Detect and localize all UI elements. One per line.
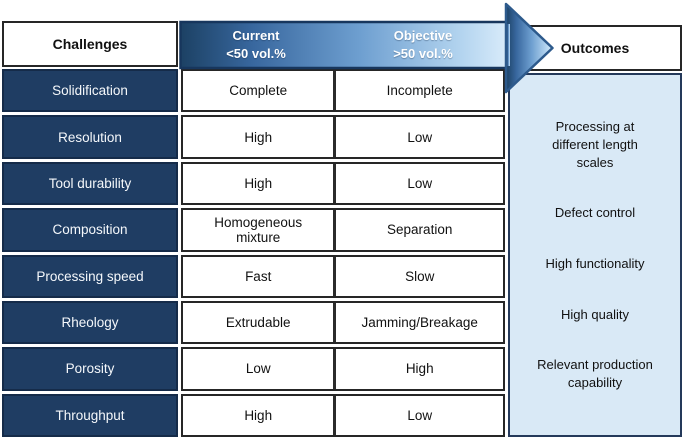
outcomes-header: Outcomes [508, 25, 682, 71]
challenges-header: Challenges [2, 21, 178, 67]
objective-value-cell: Slow [333, 256, 503, 296]
objective-value-cell: Low [333, 395, 503, 435]
objective-value-cell: Incomplete [333, 71, 503, 111]
table-row: Low High [181, 347, 505, 391]
challenge-cell: Composition [2, 208, 178, 252]
objective-sublabel: >50 vol.% [393, 46, 453, 61]
flow-arrow [179, 2, 554, 94]
table-row: High Low [181, 115, 505, 159]
current-column-header: Current <50 vol.% [186, 24, 326, 66]
current-value-cell: Extrudable [225, 315, 291, 331]
arrow-shaft [179, 20, 508, 70]
objective-value-cell: Low [333, 163, 503, 204]
challenge-cell: Processing speed [2, 254, 178, 298]
outcome-item: Defect control [554, 205, 636, 221]
current-value-cell: High [244, 129, 273, 145]
table-row: High Low [181, 393, 505, 437]
objective-label: Objective [393, 28, 453, 43]
current-value-cell: Low [245, 361, 271, 377]
rows-grid: Solidification Complete Incomplete Resol… [2, 69, 505, 437]
table-row: High Low [181, 161, 505, 206]
objective-value-cell: High [333, 349, 503, 389]
table-row: Extrudable Jamming/Breakage [181, 300, 505, 345]
current-value-cell: High [244, 407, 273, 423]
outcome-item: High quality [561, 306, 629, 322]
current-sublabel: <50 vol.% [226, 46, 286, 61]
challenge-cell: Rheology [2, 300, 178, 345]
challenge-cell: Porosity [2, 347, 178, 391]
objective-value-cell: Low [333, 117, 503, 157]
current-value-cell: High [244, 175, 273, 191]
table-row: Complete Incomplete [181, 69, 505, 113]
objective-column-header: Objective >50 vol.% [353, 24, 493, 66]
outcome-item: High functionality [545, 255, 645, 271]
challenge-cell: Resolution [2, 115, 178, 159]
outcomes-panel: Processing at different length scales De… [508, 73, 682, 437]
arrow-head [504, 2, 554, 94]
objective-value-cell: Separation [333, 210, 503, 250]
table-row: Homogeneous mixture Separation [181, 208, 505, 252]
challenge-cell: Tool durability [2, 161, 178, 206]
challenge-cell: Throughput [2, 393, 178, 437]
objective-value-cell: Jamming/Breakage [333, 302, 503, 343]
current-value-cell: Complete [229, 83, 288, 99]
challenge-cell: Solidification [2, 69, 178, 113]
table-row: Fast Slow [181, 254, 505, 298]
outcome-item: Relevant production capability [537, 357, 653, 391]
current-value-cell: Fast [245, 268, 272, 284]
outcome-item: Processing at different length scales [552, 118, 638, 170]
current-value-cell: Homogeneous mixture [214, 214, 303, 245]
current-label: Current [232, 28, 280, 43]
